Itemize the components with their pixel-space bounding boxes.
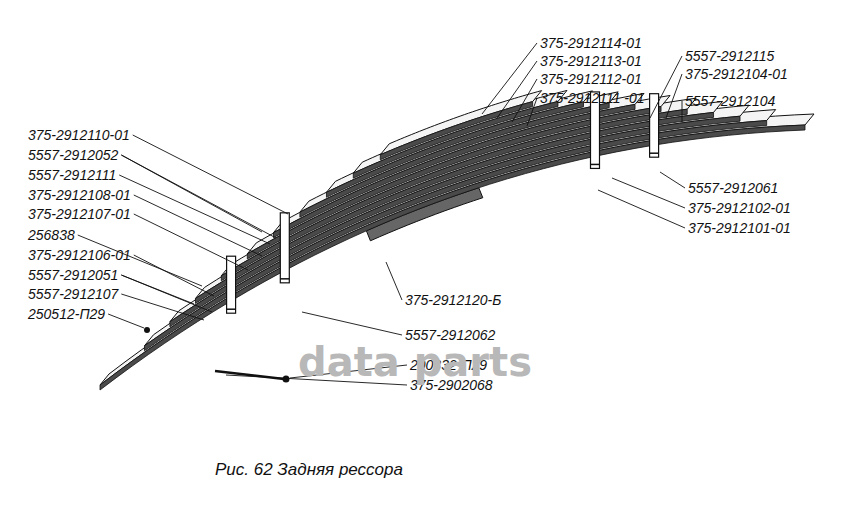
leaf-edge xyxy=(353,101,558,178)
part-number: 375-2912112-01 xyxy=(540,71,642,87)
part-number: 5557-2912111 xyxy=(28,167,116,183)
part-number: 5557-2912115 xyxy=(685,48,774,64)
bolt-head xyxy=(283,376,290,383)
part-number: 250512-П29 xyxy=(28,306,105,322)
leader-line xyxy=(302,312,402,335)
leader-line xyxy=(612,178,685,208)
part-number: 375-2912111 -01 xyxy=(540,90,645,106)
leader-line xyxy=(650,56,682,118)
part-number: 375-2912104-01 xyxy=(685,66,788,82)
part-number: 5557-2912104 xyxy=(685,93,775,109)
leader-lines xyxy=(78,43,685,385)
leaf-stack xyxy=(100,90,814,390)
leader-line xyxy=(121,294,204,320)
clamp-bolt xyxy=(280,278,289,280)
part-number: 375-2912102-01 xyxy=(688,200,791,216)
spring-clamp xyxy=(280,213,289,283)
leader-line xyxy=(482,43,537,114)
leader-line xyxy=(134,214,248,270)
leader-line xyxy=(108,314,144,328)
leader-line xyxy=(386,262,402,300)
leader-line xyxy=(598,190,685,228)
clamp-bolt xyxy=(227,308,236,310)
clamp-bolt xyxy=(650,152,659,154)
part-number: 375-2912120-Б xyxy=(405,292,501,308)
leaf-top xyxy=(195,101,722,298)
clamp-bolt xyxy=(590,164,599,166)
nut xyxy=(144,327,150,333)
part-number: 375-2912106-01 xyxy=(28,247,131,263)
part-number: 5557-2912061 xyxy=(688,180,778,196)
leader-line xyxy=(119,175,270,244)
part-number: 5557-2912052 xyxy=(28,147,118,163)
leader-line xyxy=(134,195,262,256)
part-number: 5557-2912107 xyxy=(28,286,118,302)
part-number: 375-2912113-01 xyxy=(540,53,642,69)
leader-line xyxy=(134,255,214,296)
leader-line xyxy=(512,79,537,122)
leaf-edge xyxy=(380,102,532,160)
part-number: 375-2912101-01 xyxy=(688,220,791,236)
spring-clamp xyxy=(227,256,236,313)
leaf-top xyxy=(221,98,696,276)
leaf-edge xyxy=(326,102,583,197)
part-number: 375-2912108-01 xyxy=(28,187,131,203)
part-number: 375-2912110-01 xyxy=(28,127,130,143)
watermark: data parts xyxy=(298,340,532,384)
leader-line xyxy=(666,74,682,118)
leader-line xyxy=(682,101,683,122)
leader-line xyxy=(660,172,685,188)
leader-line xyxy=(121,275,212,312)
part-number: 256838 xyxy=(28,227,75,243)
part-number: 375-2912107-01 xyxy=(28,206,131,222)
part-number: 5557-2912051 xyxy=(28,267,118,283)
part-number: 375-2912114-01 xyxy=(540,35,642,51)
figure-caption: Рис. 62 Задняя рессора xyxy=(215,460,403,480)
leader-line xyxy=(527,98,537,126)
